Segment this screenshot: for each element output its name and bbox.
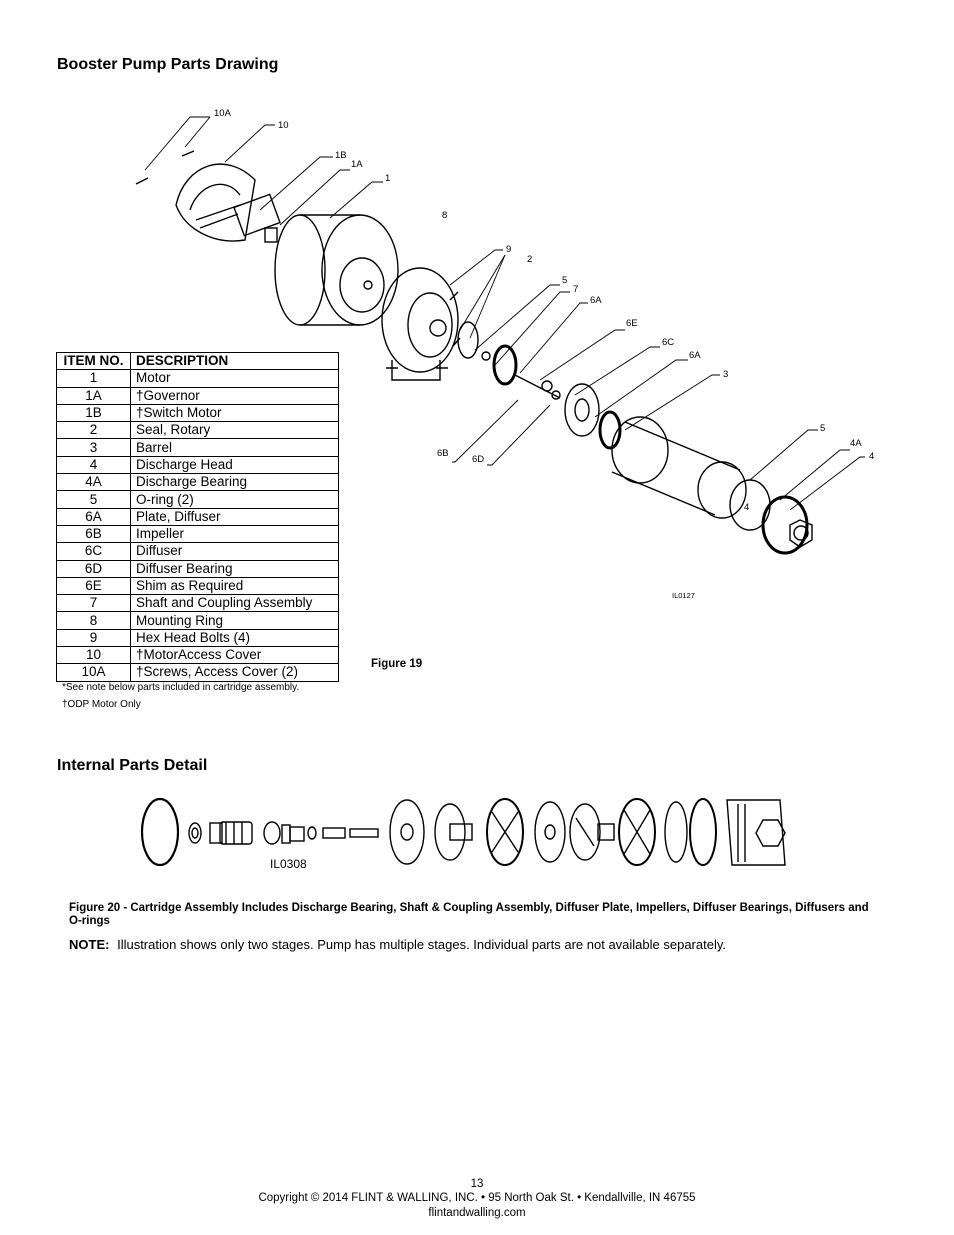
table-row: 1A†Governor bbox=[56, 386, 339, 405]
note: NOTE: Illustration shows only two stages… bbox=[69, 937, 726, 952]
item-no-cell: 2 bbox=[56, 421, 131, 440]
note-label: NOTE: bbox=[69, 937, 110, 952]
heading-internal: Internal Parts Detail bbox=[57, 757, 208, 774]
callout-3: 3 bbox=[723, 369, 729, 380]
website: flintandwalling.com bbox=[428, 1207, 526, 1219]
callout-6C: 6C bbox=[662, 337, 675, 348]
description-cell: Mounting Ring bbox=[130, 611, 339, 630]
item-no-cell: 1A bbox=[56, 386, 131, 405]
table-row: 10A†Screws, Access Cover (2) bbox=[56, 663, 339, 682]
callout-7: 7 bbox=[573, 284, 579, 295]
item-no-cell: 5 bbox=[56, 490, 131, 509]
table-row: 10†MotorAccess Cover bbox=[56, 646, 339, 665]
figure-19-caption: Figure 19 bbox=[371, 658, 423, 670]
table-header-row: ITEM NO. DESCRIPTION bbox=[56, 351, 339, 371]
item-no-cell: 10 bbox=[56, 646, 131, 665]
callout-1A: 1A bbox=[351, 159, 363, 170]
callout-1B: 1B bbox=[335, 150, 347, 161]
callout-10: 10 bbox=[278, 120, 289, 131]
note-text: Illustration shows only two stages. Pump… bbox=[117, 937, 726, 952]
description-cell: Diffuser Bearing bbox=[130, 559, 339, 578]
description-cell: Seal, Rotary bbox=[130, 421, 339, 440]
description-cell: †Switch Motor bbox=[130, 403, 339, 423]
item-no-cell: 6B bbox=[56, 524, 131, 544]
table-row: 1B†Switch Motor bbox=[56, 403, 339, 423]
exploded-pump-drawing bbox=[135, 116, 865, 555]
description-cell: Motor bbox=[130, 369, 339, 388]
description-cell: Diffuser bbox=[130, 542, 339, 561]
callout-6A-bottom: 6A bbox=[689, 350, 701, 361]
page-number: 13 bbox=[470, 1178, 484, 1190]
item-no-cell: 6E bbox=[56, 576, 131, 596]
callout-6D: 6D bbox=[472, 454, 485, 465]
description-cell: Barrel bbox=[130, 438, 339, 457]
table-note-odp: †ODP Motor Only bbox=[62, 699, 141, 710]
item-no-cell: 10A bbox=[56, 663, 131, 682]
description-cell: O-ring (2) bbox=[130, 490, 339, 509]
description-cell: Shaft and Coupling Assembly bbox=[130, 594, 339, 613]
description-cell: Plate, Diffuser bbox=[130, 507, 339, 526]
callout-5-bottom: 5 bbox=[820, 423, 826, 434]
item-no-cell: 4A bbox=[56, 473, 131, 492]
item-no-cell: 4 bbox=[56, 455, 131, 475]
item-no-cell: 6A bbox=[56, 507, 131, 526]
description-cell: †Governor bbox=[130, 386, 339, 405]
figure-20-caption: Figure 20 - Cartridge Assembly Includes … bbox=[69, 902, 869, 927]
callout-4-head: 4 bbox=[744, 502, 750, 513]
callout-8: 8 bbox=[442, 210, 448, 221]
header-item-no: ITEM NO. bbox=[56, 351, 131, 371]
callout-4-right: 4 bbox=[869, 451, 875, 462]
description-cell: Shim as Required bbox=[130, 576, 339, 596]
callout-5-top: 5 bbox=[562, 275, 568, 286]
heading-drawing: Booster Pump Parts Drawing bbox=[57, 56, 279, 73]
callout-9: 9 bbox=[506, 244, 512, 255]
item-no-cell: 8 bbox=[56, 611, 131, 630]
drawing-code: IL0127 bbox=[672, 591, 695, 600]
description-cell: Discharge Head bbox=[130, 455, 339, 475]
internal-code: IL0308 bbox=[270, 857, 307, 871]
copyright: Copyright © 2014 FLINT & WALLING, INC. •… bbox=[258, 1192, 696, 1204]
callout-6B: 6B bbox=[437, 448, 449, 459]
callout-1: 1 bbox=[385, 173, 391, 184]
description-cell: Discharge Bearing bbox=[130, 473, 339, 492]
header-description: DESCRIPTION bbox=[130, 351, 339, 371]
description-cell: †Screws, Access Cover (2) bbox=[130, 663, 339, 682]
table-note-cartridge: *See note below parts included in cartri… bbox=[62, 682, 300, 693]
item-no-cell: 3 bbox=[56, 438, 131, 457]
description-cell: †MotorAccess Cover bbox=[130, 646, 339, 665]
internal-parts-drawing bbox=[140, 797, 786, 867]
item-no-cell: 6D bbox=[56, 559, 131, 578]
item-no-cell: 7 bbox=[56, 594, 131, 613]
callout-4A: 4A bbox=[850, 438, 862, 449]
callout-6E: 6E bbox=[626, 318, 638, 329]
item-no-cell: 6C bbox=[56, 542, 131, 561]
description-cell: Impeller bbox=[130, 524, 339, 544]
item-no-cell: 1 bbox=[56, 369, 131, 388]
callout-6A-top: 6A bbox=[590, 295, 602, 306]
callout-10A: 10A bbox=[214, 108, 231, 119]
description-cell: Hex Head Bolts (4) bbox=[130, 628, 339, 648]
item-no-cell: 9 bbox=[56, 628, 131, 648]
callout-2: 2 bbox=[527, 254, 533, 265]
item-no-cell: 1B bbox=[56, 403, 131, 423]
